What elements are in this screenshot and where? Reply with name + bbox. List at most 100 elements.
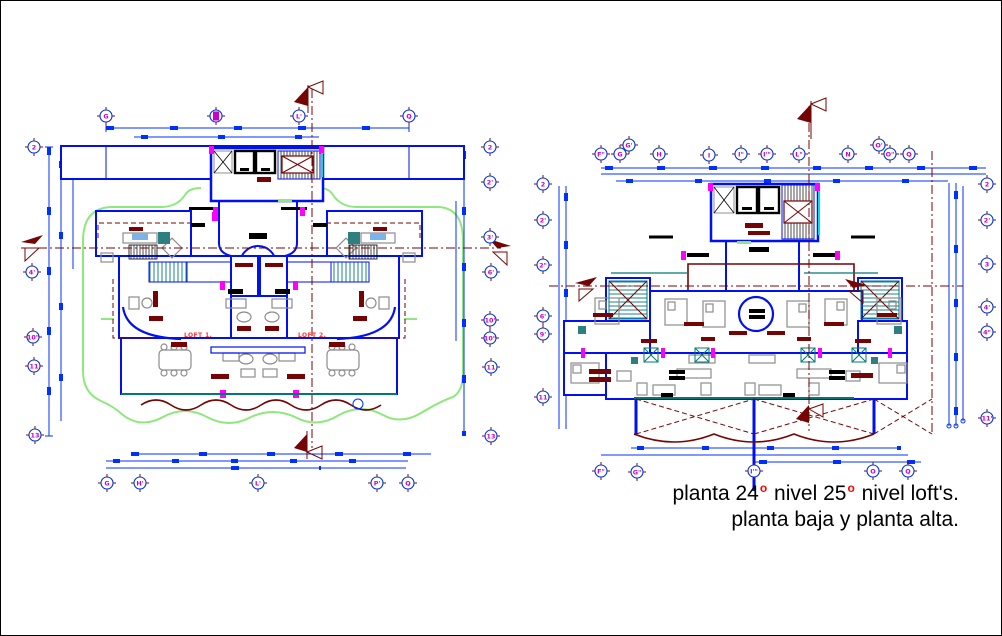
svg-text:G': G' — [625, 141, 632, 149]
svg-text:13: 13 — [487, 432, 496, 440]
north-arrow-top — [294, 80, 324, 113]
casework-maroon-right — [589, 313, 897, 382]
grid-bubble: Q — [900, 145, 918, 163]
north-arrow-bottom — [294, 431, 323, 460]
grid-bubble: G — [611, 145, 629, 163]
dimension-lines-bottom — [106, 452, 431, 470]
svg-text:2': 2' — [540, 216, 546, 224]
svg-text:Q: Q — [406, 112, 412, 120]
black-marks-right — [661, 370, 845, 397]
svg-text:13: 13 — [31, 431, 40, 439]
grid-bubble: I'" — [758, 145, 776, 163]
svg-text:F": F" — [597, 467, 605, 475]
showers — [643, 347, 867, 363]
dimension-lines-left — [45, 146, 74, 437]
svg-text:H': H' — [136, 479, 143, 487]
detail-circle — [352, 398, 364, 410]
svg-text:6': 6' — [488, 268, 494, 276]
svg-text:Q: Q — [905, 467, 911, 475]
svg-text:2: 2 — [488, 143, 492, 151]
grid-bubble: 2' — [978, 211, 996, 229]
dims-right — [946, 183, 966, 429]
neck-doors — [649, 235, 875, 260]
svg-text:G": G" — [633, 468, 642, 476]
grid-bubble: 11 — [25, 357, 43, 375]
dims-top — [601, 166, 986, 183]
svg-text:4': 4' — [984, 303, 990, 311]
svg-text:11': 11' — [982, 414, 993, 422]
centerlines — [21, 89, 501, 448]
svg-text:H: H — [656, 150, 661, 158]
svg-text:11: 11 — [30, 362, 39, 370]
grid-bubble: L" — [790, 145, 808, 163]
grid-bubble: O — [864, 462, 882, 480]
overhang-maroon — [687, 263, 855, 291]
svg-text:L": L" — [795, 150, 802, 158]
svg-text:10": 10" — [484, 334, 496, 342]
grid-bubble: 13 — [26, 426, 44, 444]
grid-bubble: 9' — [534, 325, 552, 343]
caption-sup1: o — [759, 481, 768, 495]
core-left — [209, 146, 324, 202]
caption-seg2: nivel 25 — [768, 482, 847, 505]
svg-text:3': 3' — [487, 233, 493, 241]
grid-bubble: F" — [592, 462, 610, 480]
grid-bubble: I" — [732, 145, 750, 163]
grid-bubble: 3' — [481, 228, 499, 246]
svg-text:I'": I'" — [750, 467, 758, 475]
dims-bottom — [601, 446, 921, 464]
svg-text:G: G — [617, 150, 622, 158]
grid-bubble: G — [97, 107, 115, 125]
grid-bubble: 10" — [24, 328, 42, 346]
grid-bubble: 2' — [534, 211, 552, 229]
section-arrow-right-terrace — [796, 403, 824, 423]
caption-seg3: nivel loft's. — [855, 482, 959, 505]
left-plan — [21, 80, 511, 470]
grid-bubble: G' — [620, 136, 638, 154]
grid-bubble: 4' — [23, 263, 41, 281]
tv-consoles — [191, 223, 327, 294]
svg-text:11: 11 — [539, 393, 548, 401]
svg-text:10": 10" — [27, 333, 39, 341]
section-arrow-right-right — [845, 279, 867, 305]
grid-bubble: 2 — [481, 138, 499, 156]
svg-text:2": 2" — [539, 261, 547, 269]
grid-bubble: 2 — [978, 175, 996, 193]
grid-bubble: I — [700, 146, 718, 164]
svg-text:4': 4' — [29, 268, 35, 276]
svg-text:L': L' — [255, 479, 261, 487]
rotunda-mark — [749, 309, 765, 319]
grid-bubble: L' — [249, 474, 267, 492]
terrace — [633, 397, 933, 491]
grid-bubble: N — [839, 145, 857, 163]
section-arrow-right-left — [575, 277, 597, 303]
right-plan — [549, 97, 986, 491]
grid-bubble: Q — [399, 474, 417, 492]
svg-text:I": I" — [738, 150, 744, 158]
caption-line1: planta 24o nivel 25o nivel loft's. — [672, 475, 959, 507]
neck-corridor — [725, 241, 800, 293]
grid-bubble: 2" — [534, 256, 552, 274]
svg-text:2: 2 — [985, 180, 989, 188]
grid-bubble: F" — [592, 145, 610, 163]
grid-bubble: 2' — [481, 173, 499, 191]
loft2-label: LOFT 2. — [298, 332, 327, 339]
grid-bubble: G — [98, 474, 116, 492]
grid-bubble: Q — [400, 107, 418, 125]
grid-bubble: P' — [368, 474, 386, 492]
apartment-stairs — [148, 261, 370, 283]
caption-line2: planta baja y planta alta. — [731, 508, 959, 531]
centerlines-right — [549, 106, 963, 434]
svg-text:2: 2 — [32, 143, 36, 151]
corridor-mat — [249, 233, 267, 239]
dimension-lines-top — [105, 124, 410, 139]
grid-bubble: H' — [131, 474, 149, 492]
svg-text:O": O" — [886, 150, 895, 158]
grid-bubble: 11' — [978, 409, 996, 427]
grid-bubble: O' — [870, 136, 888, 154]
grid-bubble: 6' — [534, 307, 552, 325]
grid-bubble: 3 — [978, 255, 996, 273]
grid-bubble: 10' — [481, 311, 499, 329]
